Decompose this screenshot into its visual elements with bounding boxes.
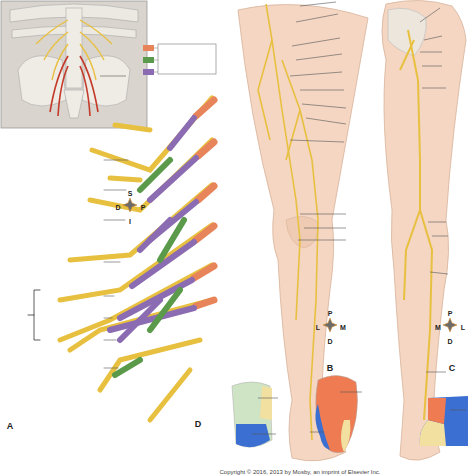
- label-holder: D: [195, 413, 202, 431]
- compass-letter: P: [328, 310, 333, 317]
- inset-pelvis: [1, 1, 147, 128]
- compass-letter: D: [327, 338, 332, 345]
- label-holder: L: [461, 316, 465, 334]
- panel-letter: D: [195, 420, 202, 429]
- posterior-leg: [382, 0, 466, 460]
- compass-letter: M: [340, 324, 346, 331]
- plexus-diagram: [28, 98, 214, 420]
- label-holder: P: [141, 196, 146, 214]
- label-holder: Copyright © 2016, 2013 by Mosby, an impr…: [219, 460, 380, 476]
- compass-letter: M: [435, 324, 441, 331]
- legend-swatches: [143, 44, 216, 75]
- dermatome-panels: [232, 375, 468, 452]
- panel-letter: B: [327, 364, 334, 373]
- compass-letter: L: [461, 324, 465, 331]
- panel-letter: A: [7, 422, 14, 431]
- compass-letter: P: [448, 310, 453, 317]
- label-holder: I: [129, 210, 131, 228]
- compass-letter: D: [115, 204, 120, 211]
- copyright-note: Copyright © 2016, 2013 by Mosby, an impr…: [219, 469, 380, 475]
- label-holder: B: [327, 357, 334, 375]
- label-holder: A: [7, 415, 14, 433]
- label-holder: D: [447, 330, 452, 348]
- compass-roses: [123, 198, 457, 332]
- label-holder: M: [435, 316, 441, 334]
- compass-letter: I: [129, 218, 131, 225]
- compass-letter: S: [128, 190, 133, 197]
- compass-letter: D: [447, 338, 452, 345]
- label-holder: L: [316, 316, 320, 334]
- compass-letter: L: [316, 324, 320, 331]
- label-holder: S: [128, 182, 133, 200]
- compass-letter: P: [141, 204, 146, 211]
- label-holder: C: [449, 357, 456, 375]
- label-holder: P: [448, 302, 453, 320]
- label-holder: D: [115, 196, 120, 214]
- panel-letter: C: [449, 364, 456, 373]
- label-holder: D: [327, 330, 332, 348]
- label-holder: P: [328, 302, 333, 320]
- label-holder: M: [340, 316, 346, 334]
